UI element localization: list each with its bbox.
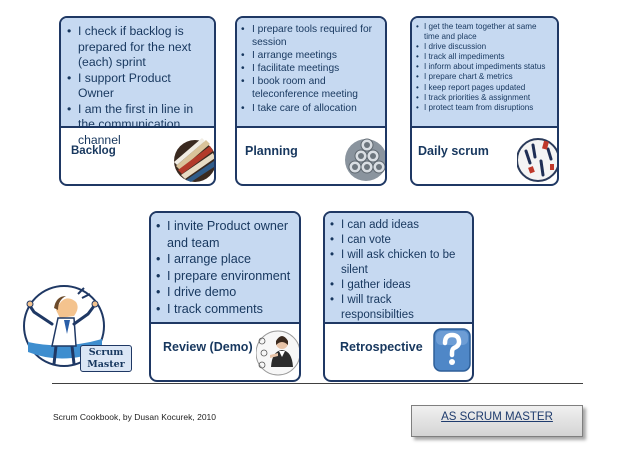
list-item: I get the team together at same time and… [416, 22, 554, 42]
list-item: I prepare chart & metrics [416, 72, 554, 82]
retrospective-title: Retrospective [340, 340, 423, 354]
list-item: I check if backlog is prepared for the n… [67, 24, 208, 71]
list-item: I drive demo [156, 284, 294, 301]
question-mark-icon [433, 328, 471, 372]
retrospective-tasks: I can add ideas I can vote I will ask ch… [325, 213, 472, 324]
daily-scrum-card: I get the team together at same time and… [410, 16, 559, 186]
list-item: I gather ideas [330, 278, 467, 293]
list-item: I arrange meetings [241, 49, 381, 62]
presenter-icon [256, 330, 299, 376]
list-item: I facilitate meetings [241, 62, 381, 75]
review-tasks: I invite Product owner and team I arrang… [151, 213, 299, 324]
planning-card: I prepare tools required for session I a… [235, 16, 387, 186]
list-item: I will track responsibilties [330, 293, 467, 323]
scrum-master-badge: Scrum Master [80, 345, 132, 372]
list-item: I invite Product owner and team [156, 218, 294, 251]
list-item: I keep report pages updated [416, 83, 554, 93]
role-button[interactable]: AS SCRUM MASTER [411, 405, 583, 437]
backlog-title: Backlog [71, 145, 116, 157]
list-item: I will ask chicken to be silent [330, 248, 467, 278]
footer-divider [52, 383, 583, 384]
list-item: I drive discussion [416, 42, 554, 52]
backlog-card: I check if backlog is prepared for the n… [59, 16, 216, 186]
list-item: I track comments [156, 301, 294, 318]
book-stack-icon [174, 138, 214, 182]
steel-pipes-icon [345, 138, 385, 181]
list-item: I track priorities & assignment [416, 93, 554, 103]
list-item: I track all impediments [416, 52, 554, 62]
list-item: I am the first in line in the communicat… [67, 102, 208, 149]
retrospective-card: I can add ideas I can vote I will ask ch… [323, 211, 474, 382]
list-item: I support Product Owner [67, 71, 208, 102]
role-link[interactable]: AS SCRUM MASTER [441, 411, 553, 423]
list-item: I prepare environment [156, 268, 294, 285]
backlog-tasks: I check if backlog is prepared for the n… [61, 18, 214, 147]
calendar-pages-icon [517, 138, 557, 182]
daily-scrum-title: Daily scrum [418, 144, 489, 158]
scrum-master-figure: Scrum Master [20, 284, 132, 374]
list-item: I inform about impediments status [416, 62, 554, 72]
daily-scrum-tasks: I get the team together at same time and… [412, 18, 557, 128]
list-item: I prepare tools required for session [241, 23, 381, 49]
list-item: I book room and teleconference meeting [241, 75, 381, 101]
review-demo-card: I invite Product owner and team I arrang… [149, 211, 301, 382]
list-item: I can vote [330, 233, 467, 248]
list-item: I arrange place [156, 251, 294, 268]
list-item: I can add ideas [330, 218, 467, 233]
review-title: Review (Demo) [163, 340, 253, 354]
planning-title: Planning [245, 144, 298, 158]
planning-tasks: I prepare tools required for session I a… [237, 18, 385, 128]
list-item: I take care of allocation [241, 102, 381, 115]
footer-credit: Scrum Cookbook, by Dusan Kocurek, 2010 [53, 412, 217, 422]
list-item: I protect team from disruptions [416, 103, 554, 113]
